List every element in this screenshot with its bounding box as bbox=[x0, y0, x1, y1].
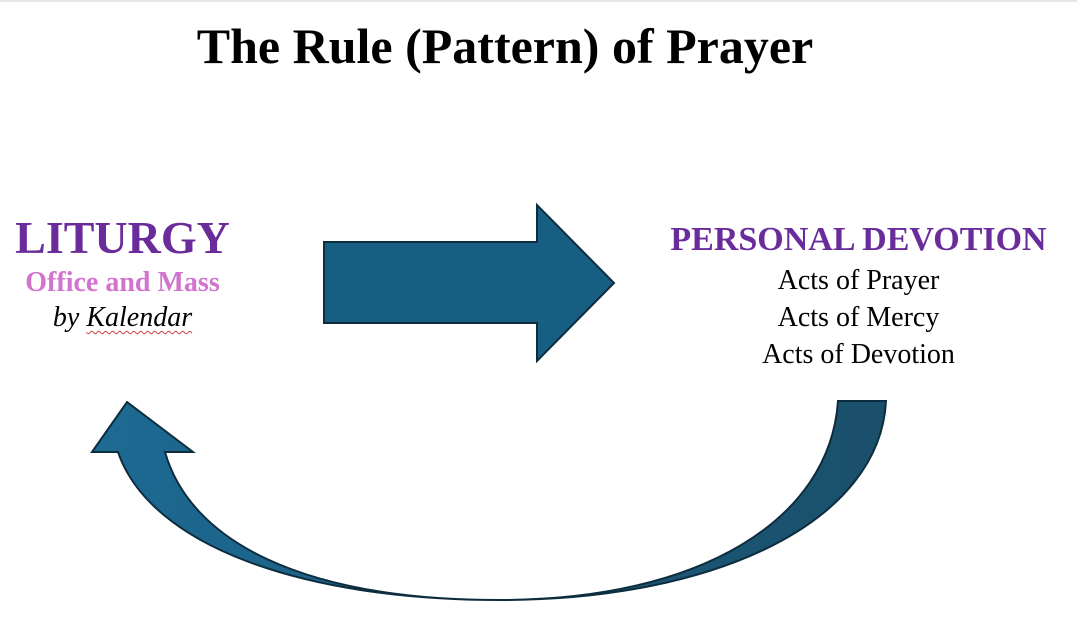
personal-devotion-heading: PERSONAL DEVOTION bbox=[670, 221, 1047, 258]
liturgy-by-line: by Kalendar bbox=[0, 300, 245, 336]
devotion-list: Acts of Prayer Acts of Mercy Acts of Dev… bbox=[640, 262, 1077, 373]
liturgy-block: LITURGY Office and Mass by Kalendar bbox=[0, 210, 245, 336]
devotion-item-mercy: Acts of Mercy bbox=[777, 302, 940, 333]
kalendar-word: Kalendar bbox=[86, 302, 193, 333]
personal-devotion-block: PERSONAL DEVOTION Acts of Prayer Acts of… bbox=[640, 218, 1077, 373]
top-rule bbox=[0, 0, 1077, 2]
liturgy-heading: LITURGY bbox=[15, 212, 230, 263]
devotion-item-devotion: Acts of Devotion bbox=[762, 339, 955, 370]
return-arrow bbox=[90, 400, 888, 602]
forward-arrow bbox=[323, 202, 616, 364]
by-prefix: by bbox=[52, 302, 87, 333]
page-title: The Rule (Pattern) of Prayer bbox=[196, 18, 814, 74]
liturgy-subheading: Office and Mass bbox=[25, 267, 220, 298]
devotion-item-prayer: Acts of Prayer bbox=[777, 265, 940, 296]
